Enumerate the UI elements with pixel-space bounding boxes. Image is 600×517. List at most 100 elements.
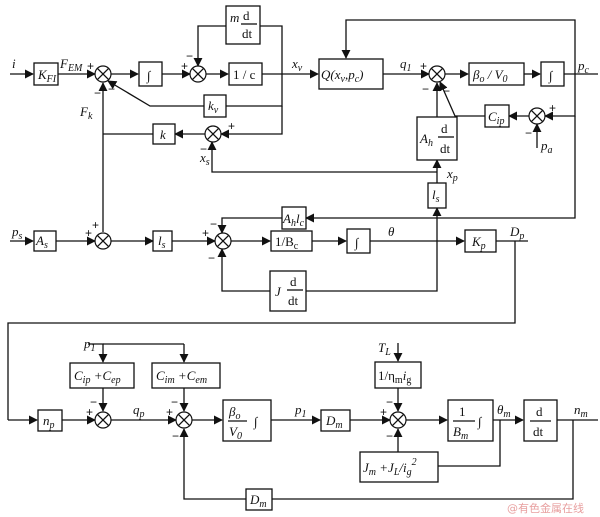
svg-text:+: + [549,101,556,115]
svg-text:−: − [210,217,217,231]
ls-lever-block-vertical: ls [427,182,447,209]
motor-leakage-block: Cim +Cem [151,362,221,389]
signal-lines-top [10,19,598,232]
svg-text:d: d [536,404,543,419]
pump-leakage-block: Cip +Cep [69,362,135,389]
svg-text:−: − [171,395,178,409]
mass-derivative-block: m d dt [225,5,261,45]
gear-efficiency-block: 1/ηmig [374,361,422,389]
total-inertia-block: Jm +JL/ig2 [359,451,439,483]
derivative-block: d dt [523,399,558,442]
svg-text:βo / V0: βo / V0 [472,67,508,85]
svg-text:Jm +JL/ig2: Jm +JL/ig2 [363,457,417,478]
svg-text:Cip +Cep: Cip +Cep [74,368,121,386]
cip-leakage-block: Cip [484,104,510,128]
label-xs: xs [199,150,210,168]
svg-text:dt: dt [440,141,451,156]
dm-feedback-block: Dm [245,488,273,511]
label-xp: xp [446,166,458,184]
svg-text:−: − [208,251,215,265]
svg-text:−: − [94,86,101,100]
svg-text:−: − [186,49,193,63]
label-i: i [12,56,16,71]
svg-text:+: + [181,59,188,73]
summing-junction-ps [94,232,112,250]
kfi-gain-block: KFI [33,62,59,86]
svg-text:np: np [43,413,55,431]
svg-text:−: − [525,126,532,140]
svg-text:dt: dt [288,293,299,308]
damping-block: 1/Bc [270,230,313,252]
area-derivative-block: Ah d dt [416,116,458,161]
svg-text:∫: ∫ [146,68,152,84]
svg-text:Cim +Cem: Cim +Cem [156,368,207,386]
svg-text:Ahlc: Ahlc [282,211,305,229]
summing-junction-pump [94,411,112,429]
svg-text:Q(xv,pc): Q(xv,pc) [321,67,364,85]
signal-lines-lower [8,343,598,500]
svg-text:∫: ∫ [253,414,259,430]
svg-text:Bm: Bm [453,424,468,442]
integrator-block-3: ∫ [346,228,371,254]
watermark: @有色金属在线 [507,501,584,515]
svg-text:Dm: Dm [249,492,267,510]
signal-lines-middle [7,116,576,420]
svg-text:+: + [87,59,94,73]
svg-text:dt: dt [242,26,253,41]
summing-junction-pa [528,107,546,125]
motor-damping-integrator-block: 1 Bm ∫ [447,399,494,442]
kv-gain-block: kv [203,94,227,118]
svg-text:1/ηmig: 1/ηmig [378,368,411,386]
label-pc: pc [577,58,590,76]
integrator-block-2: ∫ [540,61,565,87]
k-gain-block: k [152,123,176,145]
summing-junction-motor-torque [389,411,407,429]
svg-text:∫: ∫ [548,68,554,84]
summing-junction-flow [428,65,446,83]
label-qp: qp [133,402,145,420]
svg-text:+: + [202,226,209,240]
summing-junction-force [94,65,112,83]
label-nm: nm [574,402,588,420]
summing-junction-spring [204,125,222,143]
label-theta: θ [388,224,395,239]
np-speed-block: np [37,409,63,432]
summing-junctions [94,65,546,429]
svg-text:Kp: Kp [471,234,486,252]
signal-labels: i FEM Fk xv q1 pc pa xs xp ps θ Dp p1 qp… [11,56,590,420]
svg-text:+: + [86,405,93,419]
svg-text:d: d [290,274,297,289]
svg-text:ls: ls [158,233,166,251]
label-dp: Dp [509,224,524,242]
svg-text:−: − [443,84,450,98]
label-fk: Fk [79,104,93,122]
svg-text:k: k [160,127,166,142]
svg-text:+: + [166,405,173,419]
inertia-derivative-block: J d dt [269,270,307,312]
svg-text:+: + [92,218,99,232]
svg-text:kv: kv [208,98,219,116]
label-q1: q1 [400,56,412,74]
svg-text:+: + [228,119,235,133]
svg-text:d: d [441,121,448,136]
svg-text:ls: ls [432,187,440,205]
integrator-block-1: ∫ [138,61,163,87]
label-p1-input: p1 [83,336,96,354]
svg-text:dt: dt [533,424,544,439]
svg-text:+: + [380,405,387,419]
svg-text:βo: βo [228,404,240,422]
svg-text:1: 1 [459,404,466,419]
svg-text:+: + [85,226,92,240]
ls-lever-block: ls [152,230,173,252]
label-pa: pa [540,138,553,156]
svg-text:Ah: Ah [419,131,433,149]
summing-junction-torque [214,232,232,250]
kp-gain-block: Kp [464,229,497,253]
svg-text:KFI: KFI [37,67,57,85]
summing-junction-motor-flow [175,411,193,429]
svg-text:−: − [90,395,97,409]
svg-text:∫: ∫ [354,235,360,251]
label-tl: TL [378,340,391,358]
junction-signs: + − − + − + − − + − + − + + + − − + − + … [85,49,556,443]
